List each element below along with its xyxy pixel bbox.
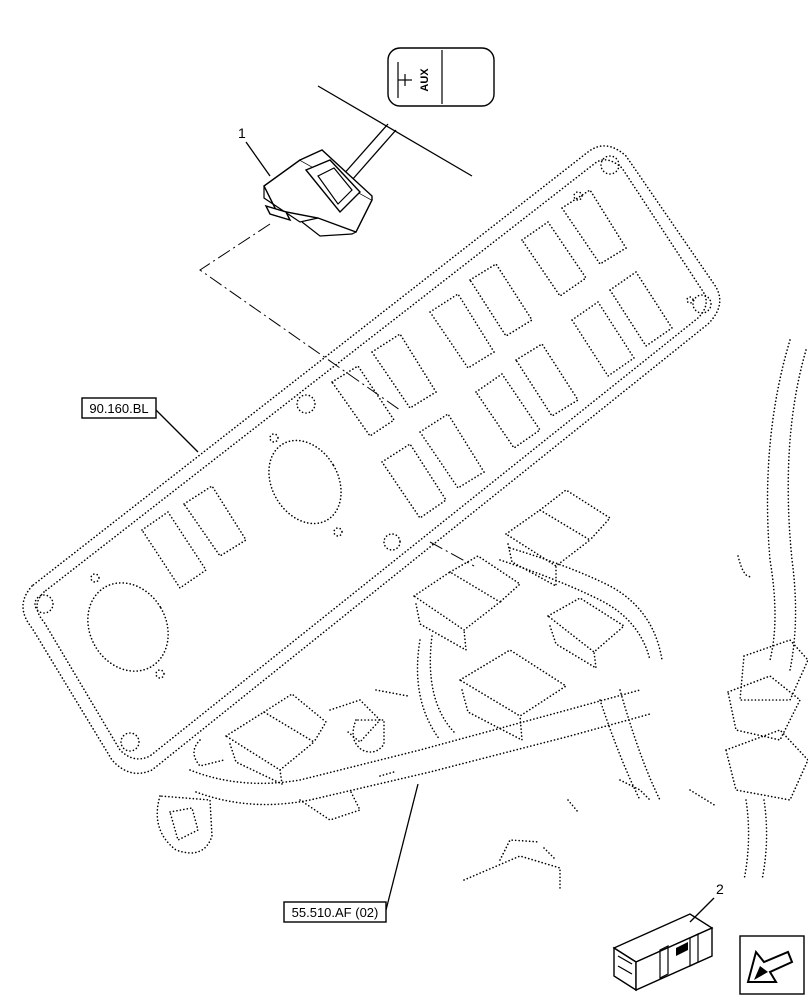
svg-text:55.510.AF (02): 55.510.AF (02) <box>292 905 379 920</box>
switch-symbol-decal-icon: AUX <box>387 47 495 107</box>
rocker-switch-part <box>263 149 373 237</box>
wire-harness <box>156 339 808 891</box>
reference-90-160-bl: 90.160.BL <box>81 397 199 453</box>
callout-1: 1 <box>238 125 246 141</box>
parts-kit-box-icon <box>612 913 714 992</box>
switch-aux-label: AUX <box>419 68 431 92</box>
decal-leader-line <box>341 123 389 177</box>
install-path-line <box>199 223 401 411</box>
reference-55-510-af-02: 55.510.AF (02) <box>283 783 419 923</box>
svg-text:90.160.BL: 90.160.BL <box>89 401 148 416</box>
switch-panel <box>22 145 721 775</box>
arrow-back-icon[interactable] <box>739 935 805 995</box>
callout-2: 2 <box>716 881 724 897</box>
